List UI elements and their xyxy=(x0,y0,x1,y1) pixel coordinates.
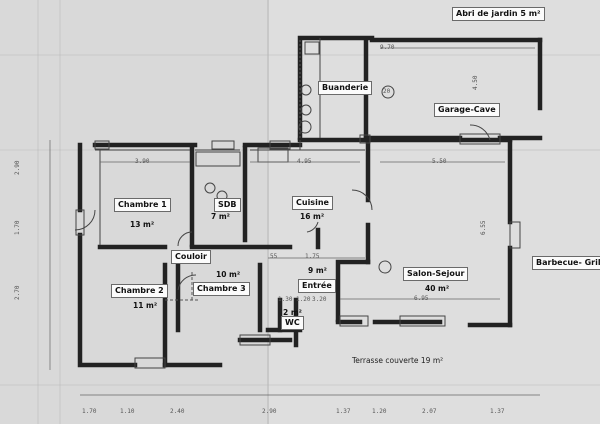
cuisine-label: Cuisine xyxy=(292,196,333,210)
chambre2-area: 11 m² xyxy=(133,301,158,310)
dim-wc-w: 1.30 xyxy=(278,296,293,303)
couloir-label: Couloir xyxy=(171,250,211,264)
sdb-area: 7 m² xyxy=(211,212,230,221)
dim-bottom-4: 1.37 xyxy=(336,408,351,415)
chambre3-label: Chambre 3 xyxy=(193,282,250,296)
buanderie-label: Buanderie xyxy=(318,81,373,95)
sdb-label: SDB xyxy=(214,198,241,212)
dim-garage-h: 4.50 xyxy=(472,75,479,90)
dim-salon-w2: 6.95 xyxy=(414,295,429,302)
wc-area: 2 m² xyxy=(283,308,302,317)
chambre1-area: 13 m² xyxy=(130,220,155,229)
dim-320: 3.20 xyxy=(312,296,327,303)
couloir-area: 10 m² xyxy=(216,270,241,279)
walls xyxy=(77,35,543,368)
dim-entree-w: 1.75 xyxy=(305,253,320,260)
entree-label: Entrée xyxy=(298,279,336,293)
garage-label: Garage-Cave xyxy=(434,103,500,117)
dim-salon-w: 5.50 xyxy=(432,158,447,165)
dim-left-290: 2.90 xyxy=(14,160,21,175)
abri-label: Abri de jardin 5 m² xyxy=(452,7,545,21)
dim-ch1-w: 3.90 xyxy=(135,158,150,165)
terrasse-label: Terrasse couverte 19 m² xyxy=(352,356,444,365)
salon-area: 40 m² xyxy=(425,284,450,293)
dim-left-170: 1.70 xyxy=(14,220,21,235)
salon-label: Salon-Sejour xyxy=(403,267,469,281)
dim-salon-h: 6.55 xyxy=(480,220,487,235)
dim-left-270: 2.70 xyxy=(14,285,21,300)
dim-bottom-5: 1.20 xyxy=(372,408,387,415)
dim-wc-w2: 1.20 xyxy=(296,296,311,303)
dim-bottom-7: 1.37 xyxy=(490,408,505,415)
dim-55: 55 xyxy=(270,253,278,260)
barbecue-label: Barbecue- Grill xyxy=(532,256,600,270)
dim-circle-label: 20 xyxy=(383,88,391,95)
dim-bottom-1: 1.10 xyxy=(120,408,135,415)
wc-label: WC xyxy=(281,316,304,330)
entree-area: 9 m² xyxy=(308,266,327,275)
dim-bottom-2: 2.40 xyxy=(170,408,185,415)
chambre2-label: Chambre 2 xyxy=(111,284,168,298)
dim-bottom-3: 2.90 xyxy=(262,408,277,415)
cuisine-area: 16 m² xyxy=(300,212,325,221)
chambre1-label: Chambre 1 xyxy=(114,198,171,212)
dim-bottom-0: 1.70 xyxy=(82,408,97,415)
dim-bottom-6: 2.07 xyxy=(422,408,437,415)
dim-cuisine-w: 4.95 xyxy=(297,158,312,165)
dim-garage-w: 9.70 xyxy=(380,44,395,51)
